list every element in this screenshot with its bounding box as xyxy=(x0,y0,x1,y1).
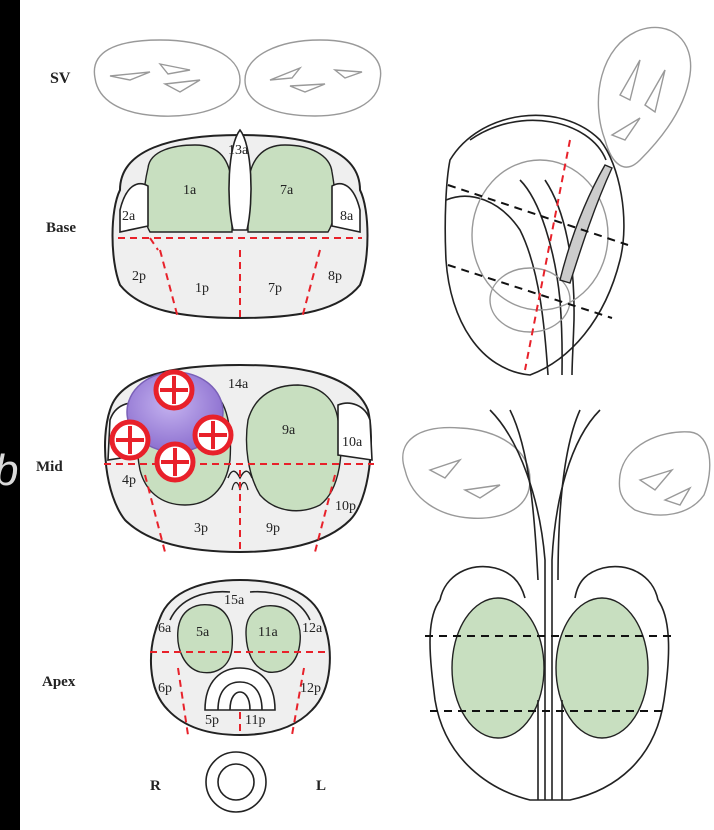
seg-2p: 2p xyxy=(132,269,146,284)
sagittal-view xyxy=(445,27,690,375)
seg-8p: 8p xyxy=(328,269,342,284)
coronal-view xyxy=(403,410,710,800)
seg-13a: 13a xyxy=(228,143,249,158)
urethra-inner-ring xyxy=(218,764,254,800)
seg-11a: 11a xyxy=(258,625,278,640)
seg-6a: 6a xyxy=(158,621,172,636)
marker-2 xyxy=(112,422,148,458)
marker-4 xyxy=(157,444,193,480)
seg-5a: 5a xyxy=(196,625,210,640)
row-label-base: Base xyxy=(46,220,76,236)
seminal-vesicles-axial xyxy=(94,40,380,116)
row-label-apex: Apex xyxy=(42,674,76,690)
seg-4p: 4p xyxy=(122,473,136,488)
seg-11p: 11p xyxy=(245,713,265,728)
base-section xyxy=(113,130,368,318)
seg-10a: 10a xyxy=(342,435,363,450)
urethra-outer-ring xyxy=(206,752,266,812)
seg-7p: 7p xyxy=(268,281,282,296)
seg-15a: 15a xyxy=(224,593,245,608)
row-label-mid: Mid xyxy=(36,459,63,475)
seg-1a: 1a xyxy=(183,183,197,198)
seg-10p: 10p xyxy=(335,499,356,514)
seg-9p: 9p xyxy=(266,521,280,536)
seg-2a: 2a xyxy=(122,209,136,224)
seg-12a: 12a xyxy=(302,621,323,636)
seg-6p: 6p xyxy=(158,681,172,696)
seg-7a: 7a xyxy=(280,183,294,198)
marker-1 xyxy=(156,372,192,408)
seg-5p: 5p xyxy=(205,713,219,728)
marker-3 xyxy=(195,417,231,453)
orientation-right: R xyxy=(150,778,161,794)
mid-section xyxy=(104,365,374,552)
seg-12p: 12p xyxy=(300,681,321,696)
seg-1p: 1p xyxy=(195,281,209,296)
row-label-sv: SV xyxy=(50,70,71,87)
orientation-left: L xyxy=(316,778,326,794)
seg-8a: 8a xyxy=(340,209,354,224)
seg-14a: 14a xyxy=(228,377,249,392)
seg-3p: 3p xyxy=(194,521,208,536)
seg-9a: 9a xyxy=(282,423,296,438)
